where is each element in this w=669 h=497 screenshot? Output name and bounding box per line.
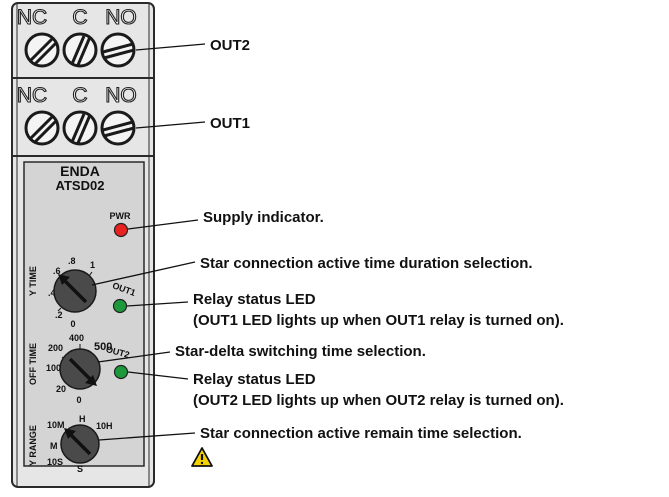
y-range-tick-label: S (77, 464, 83, 474)
front-panel: ENDA ATSD02 (23, 161, 145, 467)
off-time-tick-label: 100 (46, 363, 61, 373)
terminal-block-top: NC C NO OUT2 (16, 5, 250, 68)
leader-line-switch-time (97, 351, 171, 363)
callout-relay1-title: Relay status LED (193, 291, 316, 308)
y-range-tick-label: 10H (96, 421, 113, 431)
leader-line-remain-time (98, 432, 196, 441)
off-time-tick-label: 400 (69, 333, 84, 343)
y-range-knob[interactable] (60, 424, 100, 464)
terminal-label-c: C (72, 84, 87, 107)
y-time-knob[interactable] (53, 269, 97, 313)
terminal-label-no: NO (105, 6, 137, 29)
callout-relay2-desc: (OUT2 LED lights up when OUT2 relay is t… (193, 392, 564, 409)
out1-led (112, 298, 128, 314)
brand-name: ENDA (60, 163, 100, 179)
terminal-screw-c[interactable] (62, 110, 98, 146)
output-label-out2: OUT2 (210, 37, 250, 54)
y-range-side-label: Y RANGE (28, 425, 38, 466)
y-time-tick-label: 1 (90, 260, 95, 270)
terminal-label-nc: NC (17, 6, 47, 29)
leader-line-supply (127, 219, 199, 230)
callout-star-time: Star connection active time duration sel… (200, 255, 533, 272)
off-time-tick-label: 20 (56, 384, 66, 394)
terminal-label-c: C (72, 6, 87, 29)
leader-line-relay1 (126, 301, 189, 307)
y-time-side-label: Y TIME (28, 266, 38, 296)
callout-relay2-title: Relay status LED (193, 371, 316, 388)
terminal-screw-no[interactable] (100, 110, 136, 146)
y-time-tick-label: 0 (70, 319, 75, 329)
terminal-screw-nc[interactable] (24, 32, 60, 68)
y-time-knob-group: Y TIME .2 .4 .6 .8 1 0 Star connection a… (28, 255, 533, 329)
out2-led (113, 364, 129, 380)
terminal-screw-nc[interactable] (24, 110, 60, 146)
y-range-knob-group: Y RANGE 10S M 10M H 10H S Star connectio… (28, 414, 522, 474)
out1-led-group: OUT1 Relay status LED (OUT1 LED lights u… (111, 280, 564, 329)
off-time-tick-label: 500 (94, 341, 112, 353)
pwr-led-group: PWR Supply indicator. (110, 209, 324, 238)
y-range-tick-label: M (50, 441, 58, 451)
y-time-tick-label: .4 (48, 288, 56, 298)
leader-line-star-time (91, 261, 196, 286)
terminal-screw-c[interactable] (62, 32, 98, 68)
y-range-tick-label: 10M (47, 420, 65, 430)
callout-relay1-desc: (OUT1 LED lights up when OUT1 relay is t… (193, 312, 564, 329)
leader-line-out1 (135, 121, 206, 129)
callout-switch-time: Star-delta switching time selection. (175, 343, 426, 360)
off-time-knob[interactable] (59, 348, 101, 390)
y-range-tick-label: H (79, 414, 86, 424)
off-time-tick-label: 0 (76, 395, 81, 405)
output-label-out1: OUT1 (210, 115, 250, 132)
callout-remain-time: Star connection active remain time selec… (200, 425, 522, 442)
model-name: ATSD02 (56, 178, 105, 193)
off-time-side-label: OFF TIME (28, 343, 38, 385)
pwr-led-label: PWR (110, 211, 131, 221)
terminal-label-nc: NC (17, 84, 47, 107)
terminal-block-bottom: NC C NO OUT1 (16, 83, 250, 146)
callout-supply: Supply indicator. (203, 209, 324, 226)
y-time-tick-label: .8 (68, 256, 76, 266)
leader-line-out2 (135, 43, 206, 51)
out2-led-group: OUT2 Relay status LED (OUT2 LED lights u… (105, 344, 564, 409)
y-time-tick-label: .2 (55, 310, 63, 320)
y-time-tick-label: .6 (53, 266, 61, 276)
leader-line-relay2 (127, 371, 189, 380)
y-range-tick-label: 10S (47, 457, 63, 467)
warning-triangle-icon (191, 447, 213, 467)
terminal-screw-no[interactable] (100, 32, 136, 68)
off-time-knob-group: OFF TIME 20 100 200 400 500 0 Star-delta… (28, 333, 426, 405)
pwr-led (113, 222, 129, 238)
terminal-label-no: NO (105, 84, 137, 107)
off-time-tick-label: 200 (48, 343, 63, 353)
